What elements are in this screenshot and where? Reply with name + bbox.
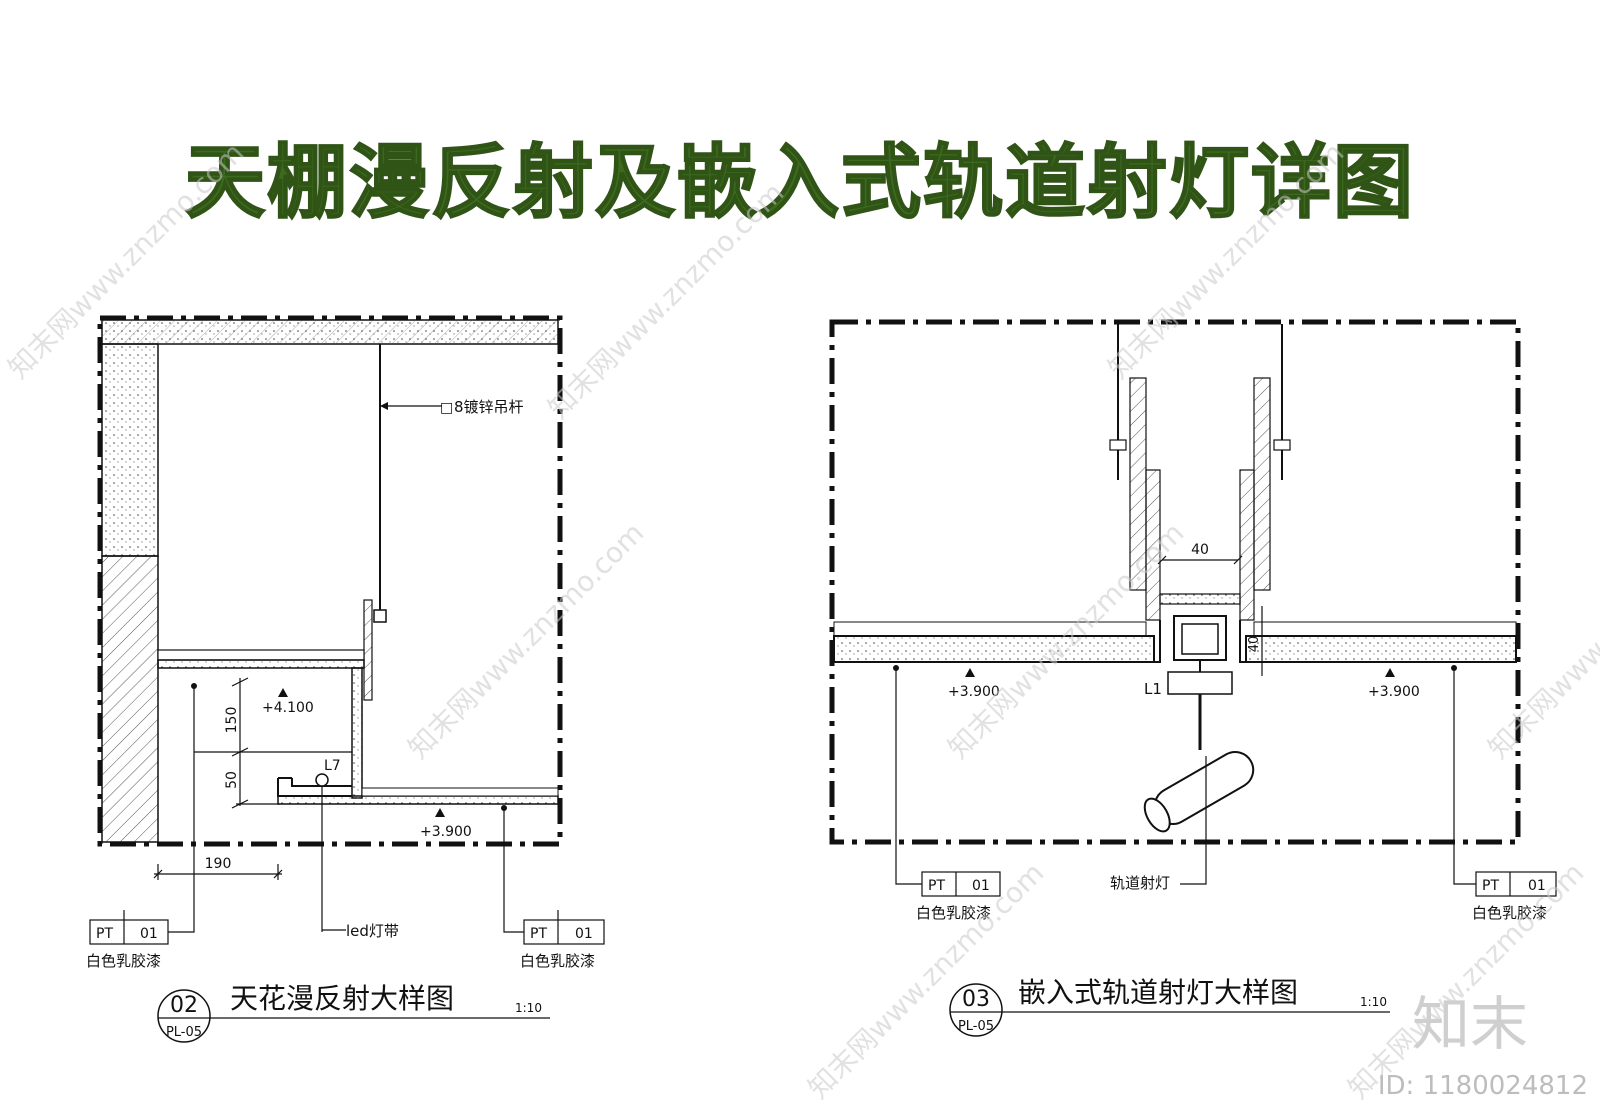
- dim-50: 50: [224, 771, 240, 789]
- dim-40-top: 40: [1191, 542, 1209, 558]
- svg-text:PT: PT: [96, 926, 113, 942]
- right-scale: 1:10: [1360, 995, 1387, 1009]
- svg-text:PT: PT: [928, 878, 945, 894]
- tag-left-b: PT 01 白色乳胶漆: [520, 910, 605, 970]
- svg-text:PL-05: PL-05: [958, 1019, 994, 1034]
- left-wall: [101, 343, 159, 557]
- elev-right-b: +3.900: [1368, 684, 1420, 700]
- dim-150: 150: [224, 707, 240, 734]
- tag-left-b-desc: 白色乳胶漆: [520, 952, 595, 970]
- svg-text:01: 01: [972, 878, 990, 894]
- sheet-title: 天棚漫反射及嵌入式轨道射灯详图: [185, 136, 1415, 229]
- svg-text:PL-05: PL-05: [166, 1025, 202, 1040]
- upper-ceiling-board: [157, 649, 365, 661]
- dim-40-side: 40: [1247, 636, 1262, 653]
- svg-text:PT: PT: [530, 926, 547, 942]
- svg-text:02: 02: [170, 993, 198, 1018]
- left-scale: 1:10: [515, 1001, 542, 1015]
- elev-upper: +4.100: [262, 700, 314, 716]
- dim-190: 190: [205, 856, 232, 872]
- tag-left-a-desc: 白色乳胶漆: [86, 952, 161, 970]
- right-detail: L1 40 40 +3.900 +3.900 轨道射灯 PT 01 白色乳胶漆: [829, 319, 1557, 1037]
- left-light-code: L7: [324, 758, 341, 774]
- elev-lower: +3.900: [420, 824, 472, 840]
- elev-marker-right-a: [965, 668, 975, 677]
- watermark-layer: 知末网www.znzmo.com 知末网www.znzmo.com 知末网www…: [2, 136, 1600, 1105]
- svg-text:01: 01: [1528, 878, 1546, 894]
- left-caption: 02 PL-05 天花漫反射大样图 1:10: [157, 982, 550, 1043]
- svg-text:知末网www.znzmo.com: 知末网www.znzmo.com: [1342, 856, 1591, 1105]
- track-side-right: [1253, 377, 1271, 591]
- spot-mount: [1167, 671, 1233, 695]
- right-light-code: L1: [1144, 680, 1162, 698]
- image-id: ID: 1180024812: [1378, 1071, 1588, 1101]
- tag-left-a: PT 01 白色乳胶漆: [86, 910, 169, 970]
- svg-text:PT: PT: [1482, 878, 1499, 894]
- hanger-prefix: □: [440, 400, 453, 416]
- spotlight-icon: [1143, 751, 1255, 833]
- right-detail-frame: [829, 319, 1521, 845]
- right-detail-name: 嵌入式轨道射灯大样图: [1018, 976, 1298, 1009]
- lower-ceiling-board: [277, 795, 559, 805]
- right-caption: 03 PL-05 嵌入式轨道射灯大样图 1:10: [949, 976, 1390, 1037]
- left-detail: □ 8镀锌吊杆 L7 +4.100 +3.900 150 50: [86, 315, 605, 1043]
- left-wall-lower: [101, 555, 159, 843]
- elev-marker-right-b: [1385, 668, 1395, 677]
- left-detail-name: 天花漫反射大样图: [230, 982, 454, 1015]
- svg-text:01: 01: [575, 926, 593, 942]
- ceiling-right: [1253, 621, 1517, 637]
- left-detail-frame: [97, 315, 563, 847]
- led-strip-icon: [315, 773, 329, 787]
- track-label: 轨道射灯: [1110, 874, 1170, 892]
- led-label: led灯带: [346, 922, 399, 940]
- drop-panel: [351, 667, 363, 799]
- svg-text:03: 03: [962, 987, 990, 1012]
- brand-logo: 知末: [1412, 990, 1528, 1058]
- tag-right-b: PT 01 白色乳胶漆: [1472, 871, 1557, 922]
- elev-right-a: +3.900: [948, 684, 1000, 700]
- elev-marker-upper: [278, 688, 288, 697]
- tag-right-a-desc: 白色乳胶漆: [916, 904, 991, 922]
- elev-marker-lower: [435, 808, 445, 817]
- tag-right-a: PT 01 白色乳胶漆: [916, 871, 1001, 922]
- svg-text:01: 01: [140, 926, 158, 942]
- svg-text:知末网www.znzmo.com: 知末网www.znzmo.com: [402, 516, 651, 765]
- hanger-label: 8镀锌吊杆: [454, 398, 524, 416]
- tag-right-b-desc: 白色乳胶漆: [1472, 904, 1547, 922]
